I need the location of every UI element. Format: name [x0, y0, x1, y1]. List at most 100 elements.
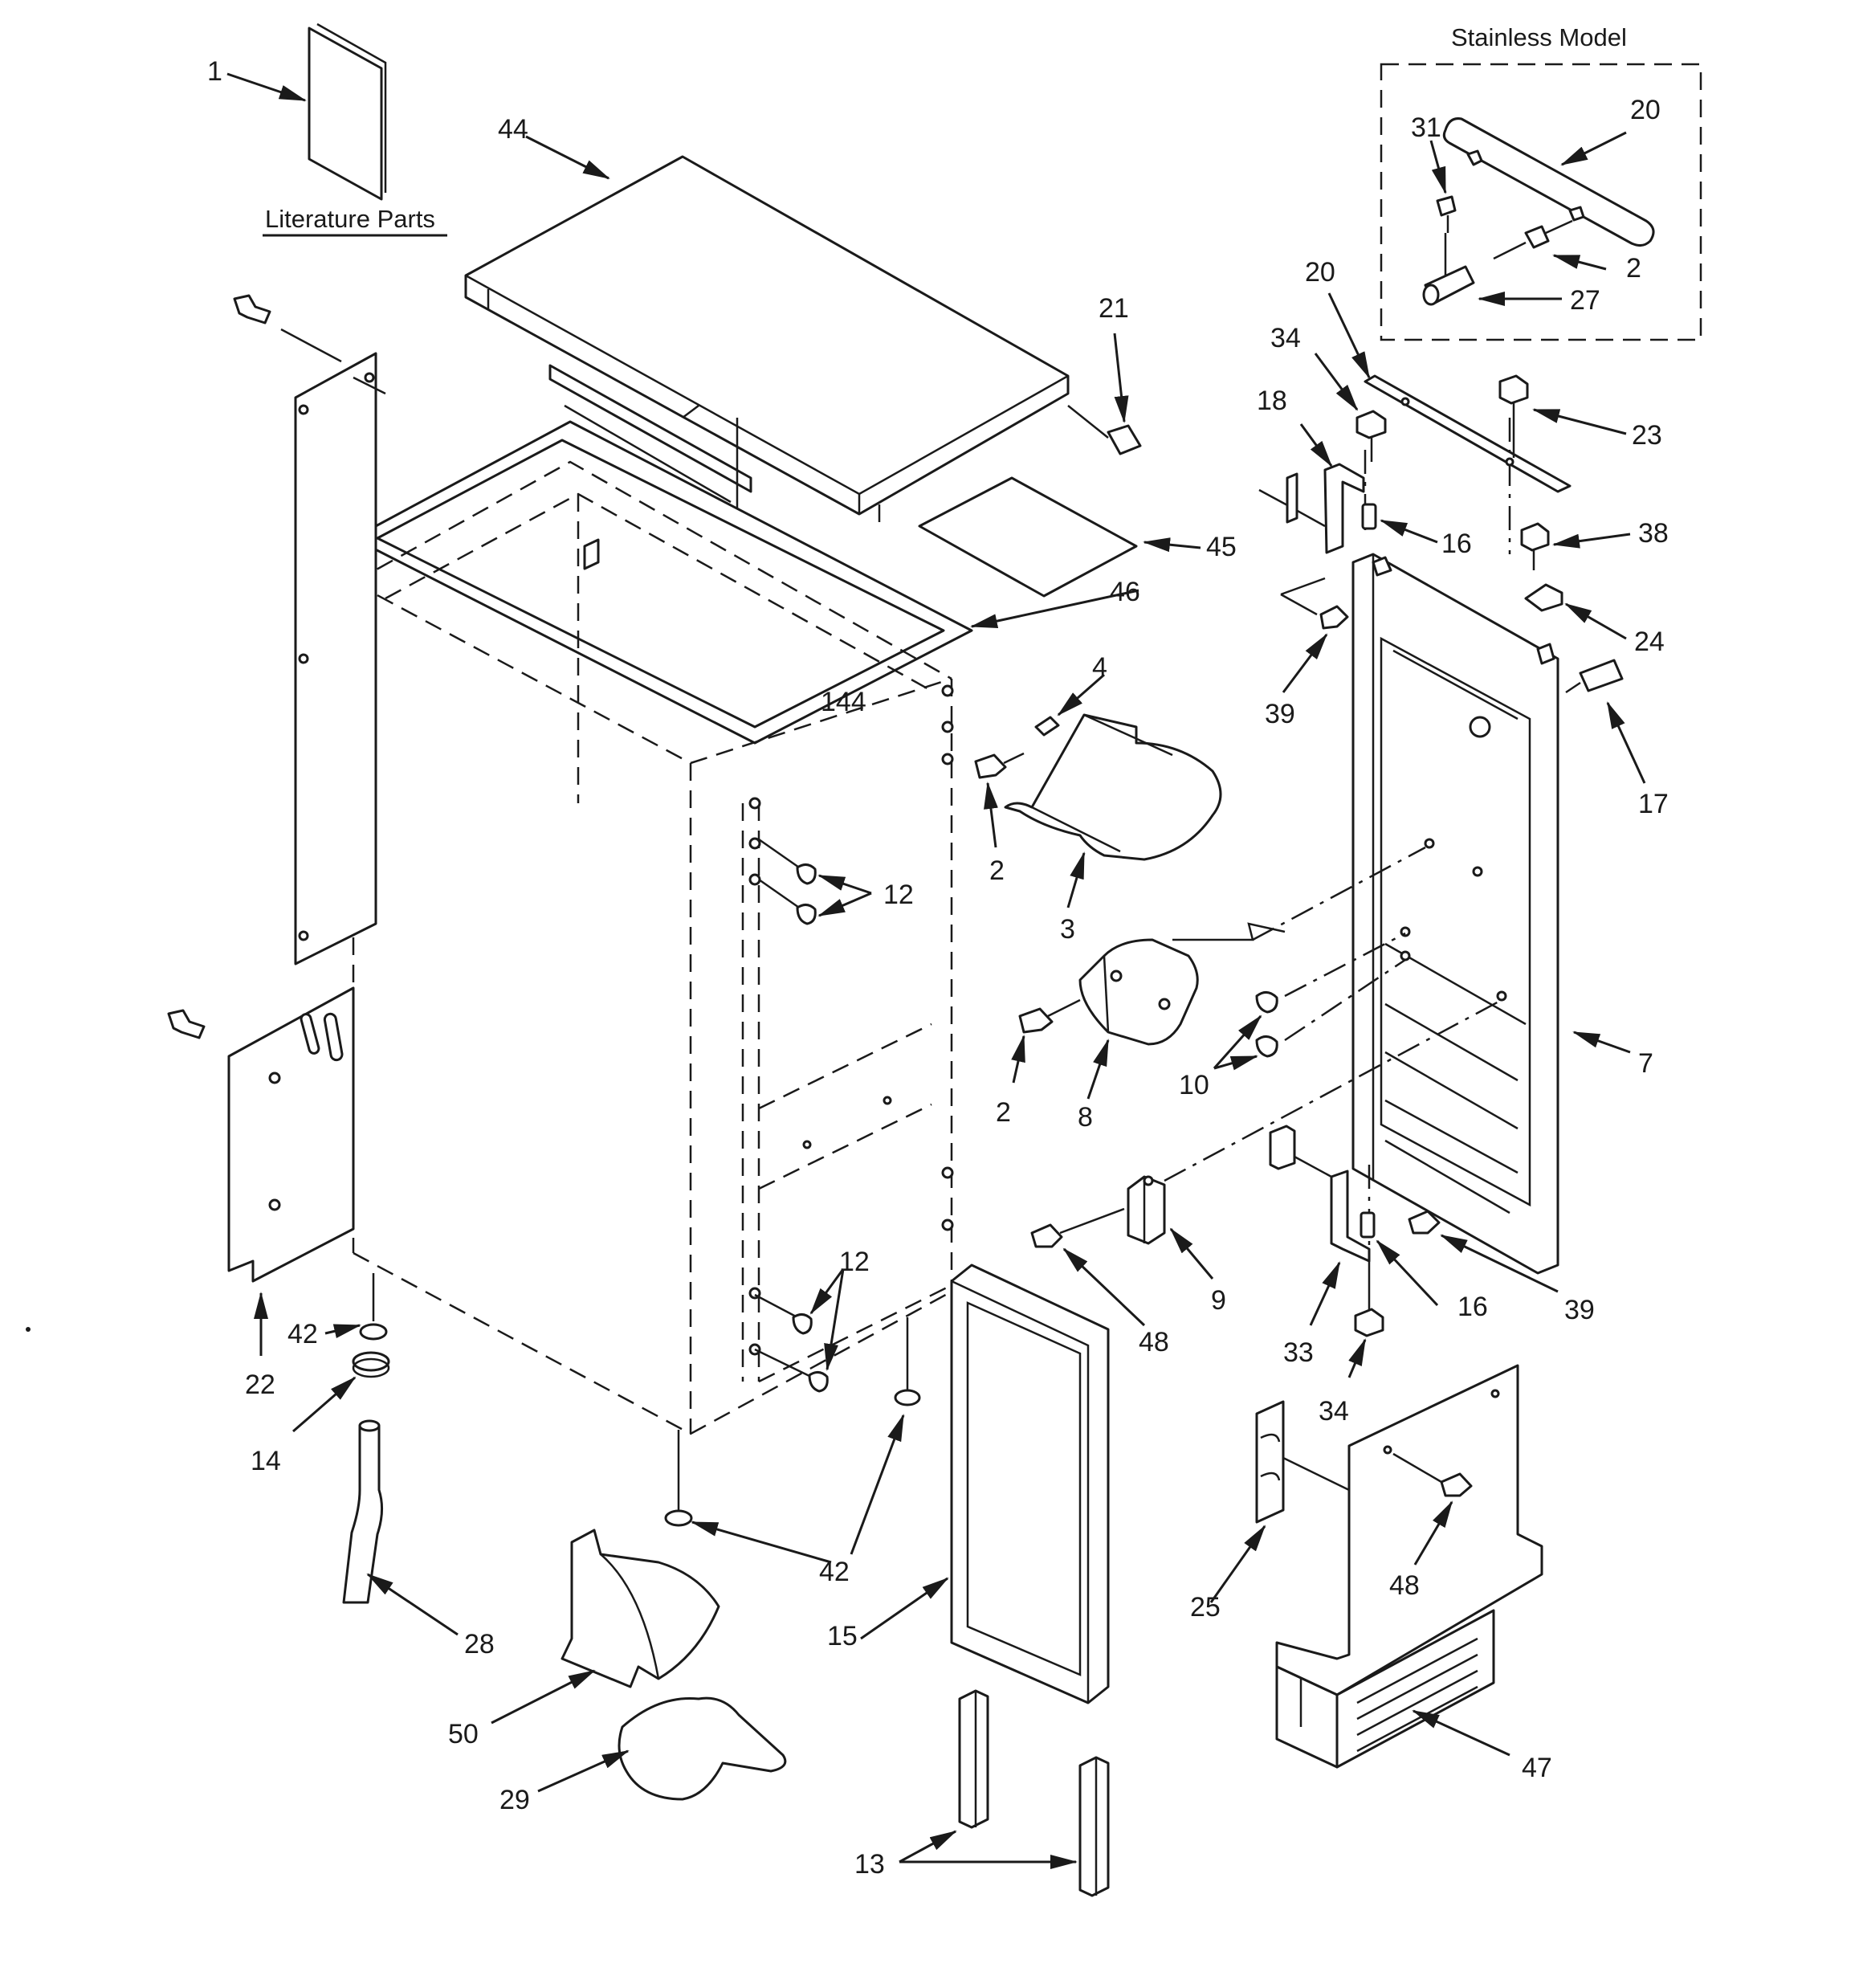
callout-22: 22: [245, 1370, 275, 1400]
callout-48-grille: 48: [1389, 1570, 1420, 1601]
callout-34-upper: 34: [1270, 323, 1301, 353]
screw-2-bracket: [1011, 998, 1081, 1084]
screw-39-lower: [1408, 1210, 1559, 1293]
top-rail: [548, 364, 752, 504]
door-gasket-15: [860, 1263, 1110, 1704]
callout-28: 28: [464, 1629, 495, 1659]
screw-31: [1429, 140, 1457, 277]
access-panel-22: [227, 986, 355, 1356]
screw-34-lower: [1347, 1277, 1384, 1378]
callout-31: 31: [1411, 112, 1441, 143]
callout-4: 4: [1092, 652, 1107, 683]
gasket-46: [352, 420, 1139, 745]
side-panel-upper: [294, 352, 386, 965]
stainless-model-inset: [1380, 63, 1702, 341]
callout-8: 8: [1078, 1102, 1093, 1133]
hinge-lower-33: [1269, 1125, 1371, 1326]
callout-12-lower: 12: [839, 1247, 870, 1277]
bracket-8: [1078, 922, 1286, 1100]
screw-23: [1498, 374, 1627, 458]
callout-16-upper: 16: [1441, 529, 1472, 559]
callout-3: 3: [1060, 914, 1075, 945]
callout-25: 25: [1190, 1592, 1221, 1623]
callout-33: 33: [1283, 1337, 1314, 1368]
screws-12-upper: [758, 838, 872, 925]
screw-34-upper: [1314, 353, 1387, 462]
screw-2-stainless: [1493, 219, 1607, 271]
literature-manual: [226, 22, 387, 201]
ice-scoop-29: [537, 1696, 787, 1801]
bushing-16-lower: [1360, 1211, 1439, 1307]
callout-144: 144: [821, 687, 866, 717]
callout-20-stainless: 20: [1630, 95, 1661, 125]
callout-29: 29: [499, 1785, 530, 1815]
grille-47: [1275, 1364, 1543, 1769]
cap-24: [1524, 583, 1627, 640]
callout-42-left: 42: [287, 1319, 318, 1349]
pad-45: [918, 476, 1201, 598]
top-panel: [464, 135, 1070, 522]
callout-44: 44: [498, 114, 528, 145]
bracket-25: [1209, 1400, 1350, 1603]
screw-2-deflector: [974, 752, 1025, 848]
standoff-27: [1422, 265, 1562, 306]
callout-20: 20: [1305, 257, 1335, 288]
callout-labels: 1 44 21 45 46 144 4 2 3 12 2 8 10 22 42 …: [207, 56, 1669, 1880]
screw-lower-left: [167, 1009, 206, 1039]
callout-1: 1: [207, 56, 222, 87]
stainless-model-caption: Stainless Model: [1451, 23, 1627, 51]
screw-42-center: [664, 1430, 832, 1564]
callout-48-switch: 48: [1139, 1327, 1169, 1357]
callout-14: 14: [251, 1446, 281, 1476]
hinge-upper-18: [1258, 423, 1365, 554]
switch-9: [1127, 1175, 1214, 1280]
callout-39-lower: 39: [1564, 1295, 1595, 1325]
callout-45: 45: [1206, 532, 1237, 562]
roller-4: [1034, 673, 1105, 737]
bushing-16-upper: [1361, 503, 1438, 544]
callout-24: 24: [1634, 627, 1665, 657]
callout-15: 15: [827, 1621, 858, 1651]
callout-17: 17: [1638, 789, 1669, 819]
callout-42-center: 42: [819, 1557, 850, 1587]
callout-21: 21: [1099, 293, 1129, 324]
callout-47: 47: [1522, 1753, 1552, 1783]
label-17: [1565, 659, 1646, 784]
callout-9: 9: [1211, 1285, 1226, 1316]
screw-39-upper: [1280, 577, 1349, 693]
callout-13: 13: [854, 1849, 885, 1880]
stray-dot: [26, 1327, 31, 1332]
deflector-3: [1004, 713, 1222, 908]
callout-10: 10: [1179, 1070, 1209, 1100]
callout-2-stainless: 2: [1626, 253, 1641, 284]
drain-tube-28: [342, 1419, 459, 1636]
screw-42-left: [324, 1273, 388, 1341]
callout-2-deflector: 2: [989, 855, 1005, 886]
callout-27: 27: [1570, 285, 1600, 316]
callout-46: 46: [1110, 577, 1140, 607]
callout-34-lower: 34: [1319, 1396, 1349, 1427]
screw-42-right: [850, 1317, 921, 1555]
screw-upper-left: [233, 294, 342, 363]
callout-39-upper: 39: [1265, 699, 1295, 729]
screw-21: [1067, 333, 1142, 455]
door-7: [1351, 553, 1631, 1275]
handle-20: [1442, 117, 1655, 247]
trim-strips-13: [899, 1689, 1110, 1897]
screw-48-grille: [1392, 1452, 1473, 1565]
literature-parts-caption: Literature Parts: [265, 205, 435, 233]
screw-38: [1520, 522, 1631, 570]
alignment-lines: [1164, 418, 1511, 1277]
screw-48-switch: [1030, 1207, 1146, 1327]
screws-12-lower: [754, 1268, 845, 1393]
callout-23: 23: [1632, 420, 1662, 451]
callout-2-bracket: 2: [996, 1097, 1011, 1128]
callout-12-upper: 12: [883, 880, 914, 910]
cabinet-rivets: [583, 538, 954, 1356]
callout-7: 7: [1638, 1048, 1653, 1079]
strip-20: [1327, 292, 1572, 493]
clamp-14: [292, 1351, 390, 1433]
scoop-holder-50: [491, 1529, 720, 1725]
callout-38: 38: [1638, 518, 1669, 549]
callout-18: 18: [1257, 386, 1287, 416]
